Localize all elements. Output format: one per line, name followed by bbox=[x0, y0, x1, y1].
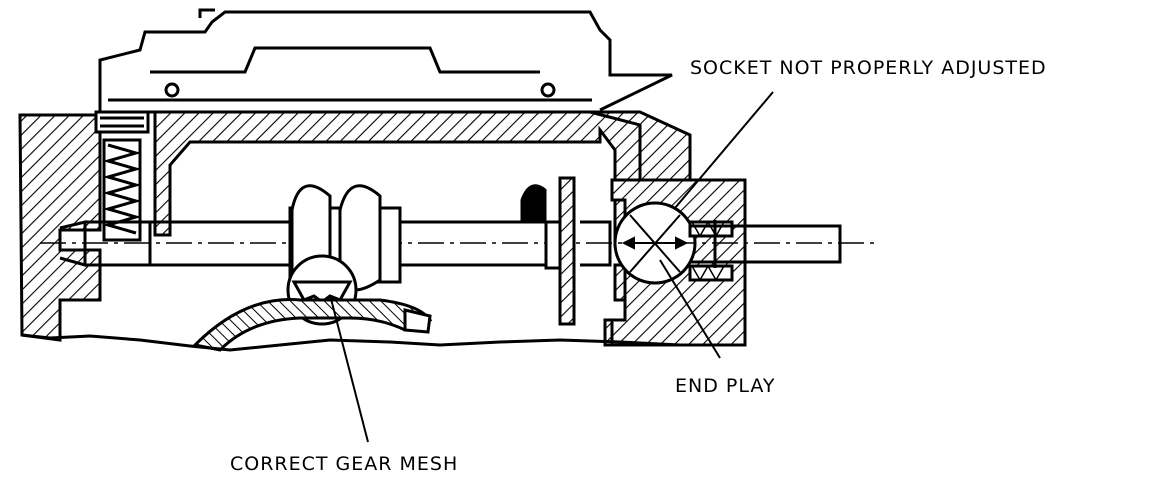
broken-edge bbox=[21, 333, 745, 352]
sector-gear bbox=[191, 298, 433, 352]
socket-label: SOCKET NOT PROPERLY ADJUSTED bbox=[690, 57, 1047, 79]
end-play-arrows bbox=[621, 214, 689, 273]
leader-lines bbox=[329, 91, 774, 443]
thrust-washer bbox=[520, 176, 612, 326]
gear-mesh-label: CORRECT GEAR MESH bbox=[230, 453, 458, 475]
end-play-label: END PLAY bbox=[675, 375, 776, 397]
socket-assembly bbox=[610, 178, 747, 347]
housing-cover bbox=[98, 8, 673, 114]
